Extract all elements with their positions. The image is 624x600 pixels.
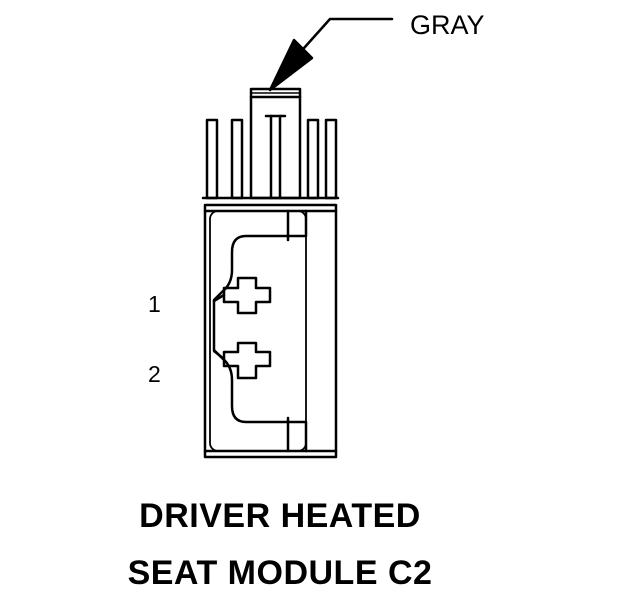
- pin-1-label: 1: [148, 291, 161, 317]
- callout-arrow: [268, 17, 394, 92]
- caption-line-2: SEAT MODULE C2: [127, 554, 433, 592]
- pin-2-terminal: [212, 341, 272, 380]
- connector-housing: [201, 196, 340, 459]
- terminal-cavity: [212, 209, 308, 453]
- caption-line-1: DRIVER HEATED: [139, 497, 421, 535]
- wire-color-label: GRAY: [410, 10, 485, 40]
- pin-1-terminal: [212, 276, 272, 315]
- pin-2-label: 2: [148, 361, 161, 387]
- locking-tab: [249, 87, 302, 200]
